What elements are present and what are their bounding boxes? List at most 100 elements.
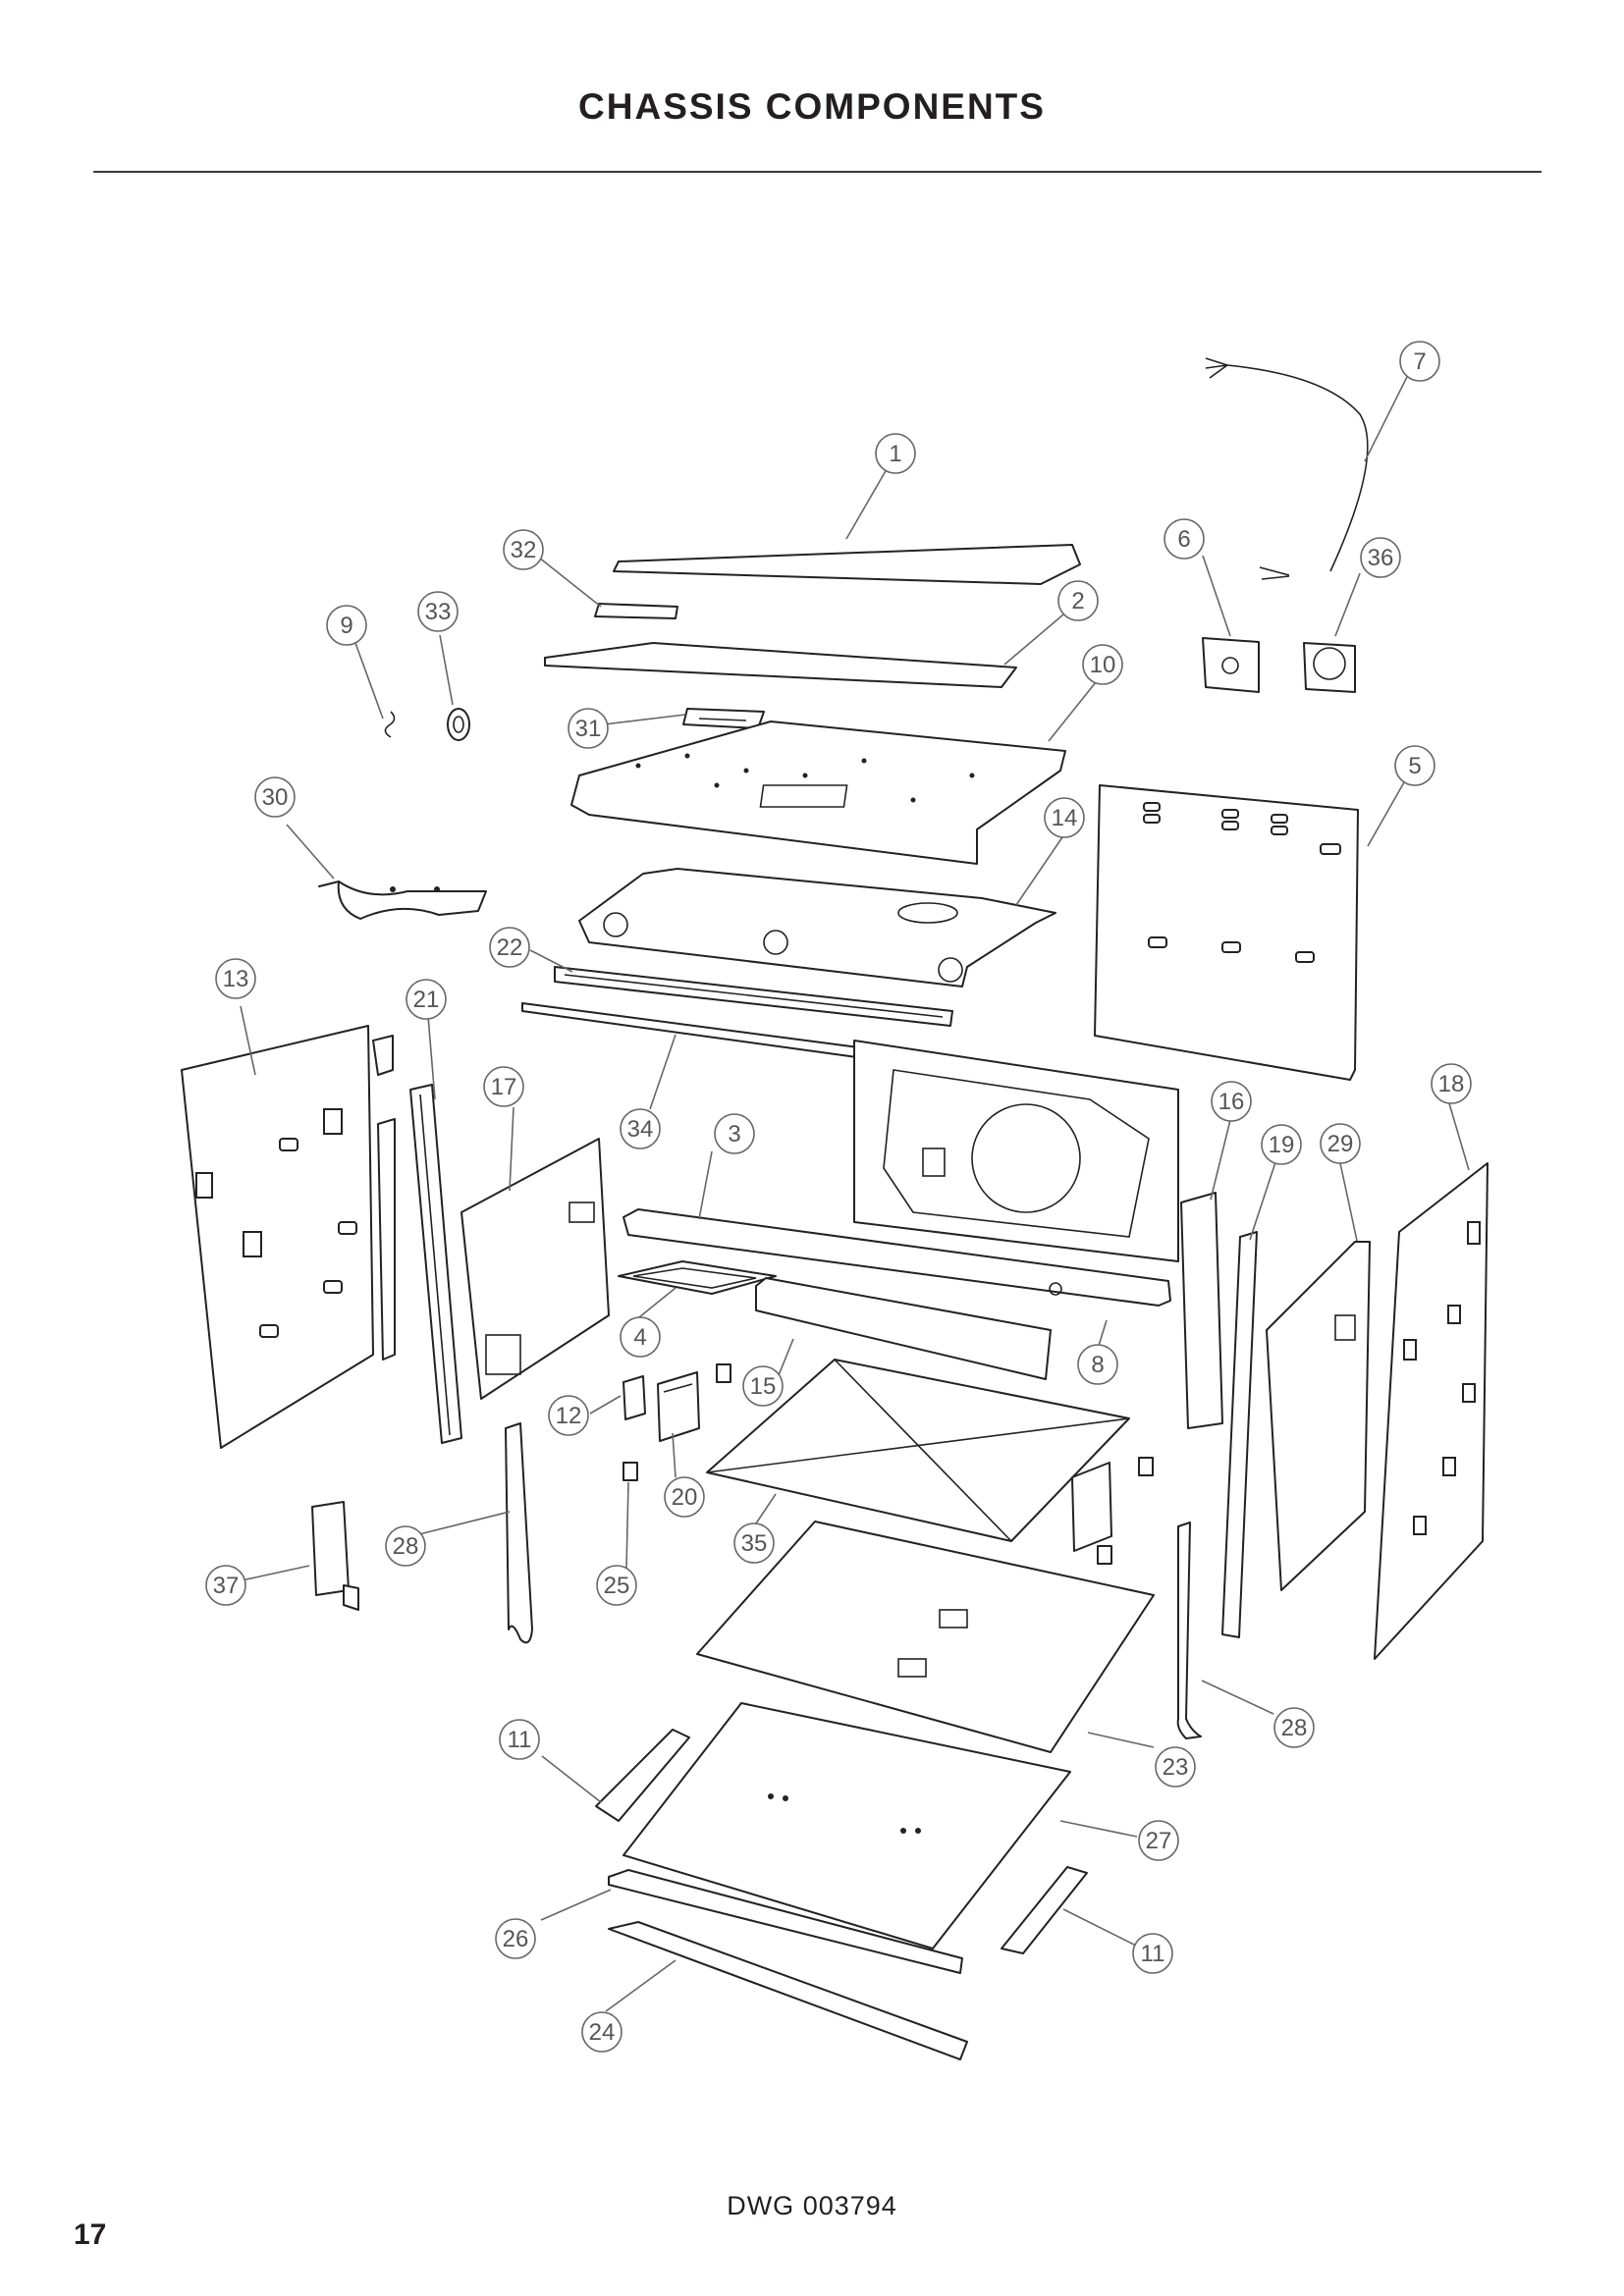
svg-text:30: 30 [262, 784, 289, 811]
svg-text:6: 6 [1177, 526, 1190, 553]
callout-23: 23 [1155, 1746, 1196, 1788]
callout-11-right: 11 [1132, 1933, 1173, 1974]
callout-18: 18 [1431, 1063, 1472, 1104]
svg-text:15: 15 [750, 1373, 777, 1400]
callout-7: 7 [1399, 341, 1440, 382]
part-base-plate [696, 1521, 1155, 1753]
svg-text:16: 16 [1218, 1089, 1245, 1115]
callout-30: 30 [254, 776, 296, 818]
svg-text:27: 27 [1146, 1828, 1172, 1854]
svg-text:9: 9 [340, 613, 352, 639]
callout-25: 25 [596, 1565, 637, 1606]
svg-text:3: 3 [728, 1121, 740, 1148]
svg-text:12: 12 [556, 1403, 582, 1429]
callout-13: 13 [215, 958, 256, 999]
svg-text:29: 29 [1327, 1131, 1354, 1157]
part-gasket-plate [318, 881, 487, 920]
svg-text:35: 35 [741, 1530, 768, 1557]
svg-text:36: 36 [1368, 545, 1394, 571]
callout-5: 5 [1394, 745, 1435, 786]
part-burner-tray [578, 868, 1056, 988]
svg-text:32: 32 [511, 537, 537, 563]
callout-28-left: 28 [385, 1525, 426, 1567]
callout-12: 12 [548, 1395, 589, 1436]
page-number: 17 [74, 2218, 107, 2251]
callout-9: 9 [326, 605, 367, 646]
part-duct-flange [1303, 642, 1356, 693]
part-support-leg [311, 1501, 359, 1611]
svg-text:7: 7 [1413, 348, 1426, 375]
part-heat-deflector [755, 1277, 1052, 1380]
part-element-bracket [1071, 1462, 1112, 1552]
callout-15: 15 [742, 1365, 784, 1407]
svg-text:33: 33 [425, 599, 452, 625]
svg-text:28: 28 [393, 1533, 419, 1560]
part-left-strap [505, 1422, 533, 1644]
callout-21: 21 [406, 979, 447, 1020]
svg-text:17: 17 [491, 1074, 517, 1100]
svg-text:11: 11 [508, 1727, 532, 1753]
part-front-bar [608, 1869, 963, 1974]
callout-4: 4 [620, 1316, 661, 1358]
part-small-bracket [594, 603, 678, 619]
svg-text:11: 11 [1141, 1941, 1165, 1967]
part-drip-tray [618, 1260, 777, 1295]
svg-text:19: 19 [1269, 1132, 1295, 1158]
svg-text:8: 8 [1091, 1352, 1104, 1378]
callout-33: 33 [417, 591, 459, 632]
part-clip [384, 711, 396, 738]
part-right-inner-panel [1266, 1241, 1371, 1591]
part-kick-plate [608, 1921, 968, 2060]
callout-24: 24 [581, 2011, 623, 2053]
part-burner-bracket [682, 708, 765, 729]
svg-text:31: 31 [575, 716, 602, 742]
callout-34: 34 [620, 1108, 661, 1149]
svg-text:25: 25 [604, 1573, 630, 1599]
part-left-post [409, 1084, 462, 1444]
svg-text:26: 26 [503, 1926, 529, 1952]
part-cover-plate [623, 1375, 646, 1420]
svg-text:18: 18 [1438, 1071, 1465, 1097]
part-left-side-panel [181, 1025, 396, 1449]
callout-16: 16 [1211, 1081, 1252, 1122]
callout-36: 36 [1360, 537, 1401, 578]
callout-8: 8 [1077, 1344, 1118, 1385]
part-left-runner [595, 1729, 690, 1822]
part-right-side-panel [1374, 1162, 1489, 1660]
part-bottom-tray [623, 1702, 1071, 1949]
svg-text:1: 1 [889, 441, 901, 467]
part-oven-cavity-rear [853, 1040, 1179, 1262]
part-oven-floor [706, 1359, 1130, 1542]
part-power-cord [1205, 357, 1369, 580]
callout-19: 19 [1261, 1124, 1302, 1165]
part-mounting-bracket [1202, 637, 1260, 693]
callout-35: 35 [733, 1522, 775, 1564]
callout-leaders [240, 372, 1470, 2012]
part-front-rail [623, 1208, 1171, 1307]
part-top-sheet [544, 642, 1017, 688]
svg-text:24: 24 [589, 2019, 616, 2046]
part-right-rail [1221, 1231, 1258, 1638]
callout-32: 32 [503, 529, 544, 570]
svg-text:34: 34 [627, 1116, 654, 1143]
callout-31: 31 [568, 708, 609, 749]
svg-text:37: 37 [213, 1573, 240, 1599]
part-top-panel [613, 544, 1081, 585]
drawing-number: DWG 003794 [727, 2191, 897, 2220]
callout-27: 27 [1138, 1820, 1179, 1861]
callout-28-right: 28 [1273, 1707, 1315, 1748]
page-title: CHASSIS COMPONENTS [578, 86, 1046, 127]
svg-text:4: 4 [633, 1324, 646, 1351]
callout-26: 26 [495, 1918, 536, 1959]
part-fan-bracket [657, 1371, 700, 1442]
part-right-runner [1001, 1866, 1088, 1954]
callout-3: 3 [714, 1113, 755, 1154]
callout-37: 37 [205, 1565, 246, 1606]
callout-29: 29 [1320, 1123, 1361, 1164]
part-cooktop-frame [570, 721, 1066, 865]
part-burner-rail [554, 966, 953, 1027]
part-right-front-post [1180, 1192, 1223, 1429]
part-rear-panel [1094, 784, 1359, 1081]
svg-text:2: 2 [1071, 588, 1084, 614]
